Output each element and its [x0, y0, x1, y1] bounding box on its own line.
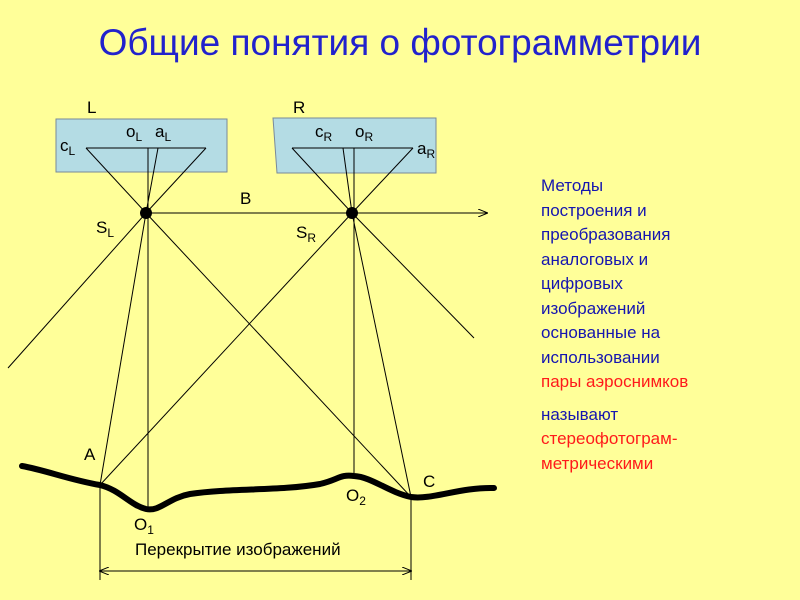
label-R: R [293, 98, 305, 117]
label-oR: oR [355, 122, 373, 144]
description-line: построения и [541, 200, 647, 220]
label-oL: oL [126, 122, 142, 144]
label-aR: aR [417, 139, 435, 161]
left-image-plane [55, 118, 228, 173]
label-overlap: Перекрытие изображений [135, 540, 341, 559]
label-cR: cR [315, 122, 333, 144]
description-line: цифровых [541, 274, 623, 293]
description-line: Методы [541, 176, 604, 195]
right-image-plane [272, 117, 437, 174]
description-line: изображений [541, 298, 646, 318]
description-line: основанные на [541, 323, 661, 342]
ray-right-to-C [351, 212, 412, 498]
ray-right-edge-low [351, 212, 475, 339]
description-line: преобразования [541, 225, 671, 244]
label-O1: O1 [134, 515, 154, 537]
label-SL: SL [96, 218, 114, 240]
label-B: B [240, 189, 251, 208]
terrain-profile [19, 463, 497, 513]
ray-left-edge-low [7, 212, 147, 369]
label-A: A [84, 445, 96, 464]
ray-left-to-cL [85, 147, 147, 214]
projection-center-left [140, 207, 152, 219]
description-text: Методы построения и преобразования анало… [541, 174, 791, 476]
page-title: Общие понятия о фотограмметрии [98, 22, 702, 63]
ray-right-cR-short [342, 147, 353, 214]
description-line: называют [541, 404, 619, 424]
ray-left-aL-short [145, 147, 159, 214]
ray-right-to-aR [351, 147, 414, 214]
highlight-photo-pair: пары аэроснимков [541, 372, 689, 391]
description-line: использовании [541, 347, 660, 367]
highlight-term: метрическими [541, 453, 654, 473]
highlight-term: стереофотограм- [541, 429, 678, 448]
label-SR: SR [296, 223, 316, 245]
label-aL: aL [155, 122, 171, 144]
ray-left-to-A [99, 212, 147, 486]
label-O2: O2 [346, 486, 366, 508]
description-line: аналоговых и [541, 249, 649, 269]
projection-center-right [346, 207, 358, 219]
ray-left-to-aL [145, 147, 207, 214]
ray-right-to-cR [291, 147, 353, 214]
ray-right-to-A [99, 212, 353, 486]
label-cL: cL [60, 136, 76, 158]
ray-left-to-C [145, 212, 412, 498]
label-C: C [423, 472, 435, 491]
label-L: L [87, 98, 96, 117]
